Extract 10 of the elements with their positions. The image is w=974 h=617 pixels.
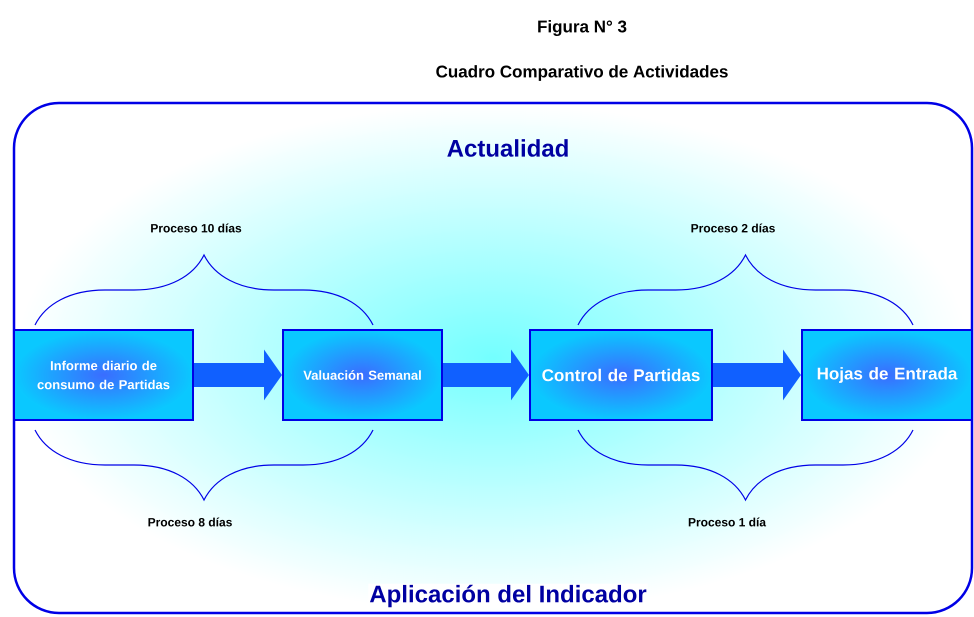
title: Figura N° 3 xyxy=(538,20,626,36)
process-box: Hojas de Entrada xyxy=(801,329,973,421)
process-box: Informe diario de consumo de Partidas xyxy=(13,329,194,421)
duration-label: Proceso 2 días xyxy=(691,224,775,232)
duration-label: Proceso 8 días xyxy=(148,518,232,526)
subtitle: Cuadro Comparativo de Actividades xyxy=(436,65,728,81)
duration-label: Proceso 1 día xyxy=(688,518,766,526)
duration-label: Proceso 10 días xyxy=(151,224,242,232)
process-box: Control de Partidas xyxy=(529,329,713,421)
process-box: Valuación Semanal xyxy=(282,329,443,421)
